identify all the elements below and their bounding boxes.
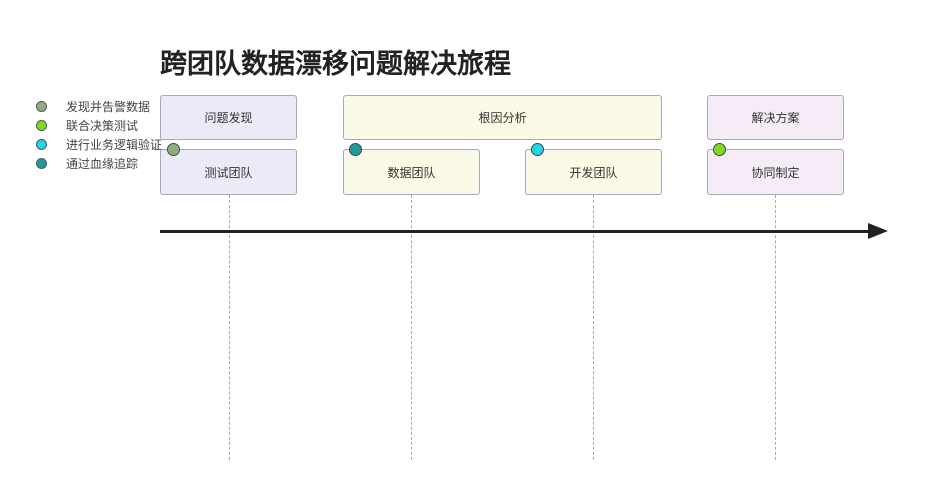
lifeline xyxy=(411,195,412,460)
legend-dot xyxy=(36,139,47,150)
legend-label: 发现并告警数据 xyxy=(66,100,151,114)
legend-dot xyxy=(36,120,47,131)
marker-dot xyxy=(531,143,544,156)
stage-box: 根因分析 xyxy=(343,95,662,140)
timeline-axis xyxy=(160,230,872,233)
marker-dot xyxy=(713,143,726,156)
actor-box: 协同制定 xyxy=(707,149,844,195)
legend-item: 发现并告警数据 xyxy=(36,97,162,116)
actor-box: 测试团队 xyxy=(160,149,297,195)
lifeline xyxy=(593,195,594,460)
lifeline xyxy=(775,195,776,460)
marker-dot xyxy=(349,143,362,156)
legend-item: 通过血缘追踪 xyxy=(36,154,162,173)
legend-dot xyxy=(36,101,47,112)
diagram-title: 跨团队数据漂移问题解决旅程 xyxy=(160,49,511,80)
legend-item: 进行业务逻辑验证 xyxy=(36,135,162,154)
actor-box: 开发团队 xyxy=(525,149,662,195)
legend-label: 进行业务逻辑验证 xyxy=(66,138,163,152)
stage-box: 解决方案 xyxy=(707,95,844,140)
legend-item: 联合决策测试 xyxy=(36,116,162,135)
stage-box: 问题发现 xyxy=(160,95,297,140)
legend-label: 通过血缘追踪 xyxy=(66,157,139,171)
marker-dot xyxy=(167,143,180,156)
arrow-head-icon xyxy=(868,223,888,239)
actor-box: 数据团队 xyxy=(343,149,480,195)
legend-label: 联合决策测试 xyxy=(66,119,139,133)
legend-dot xyxy=(36,158,47,169)
legend: 发现并告警数据 联合决策测试 进行业务逻辑验证 通过血缘追踪 xyxy=(36,97,162,173)
lifeline xyxy=(229,195,230,460)
